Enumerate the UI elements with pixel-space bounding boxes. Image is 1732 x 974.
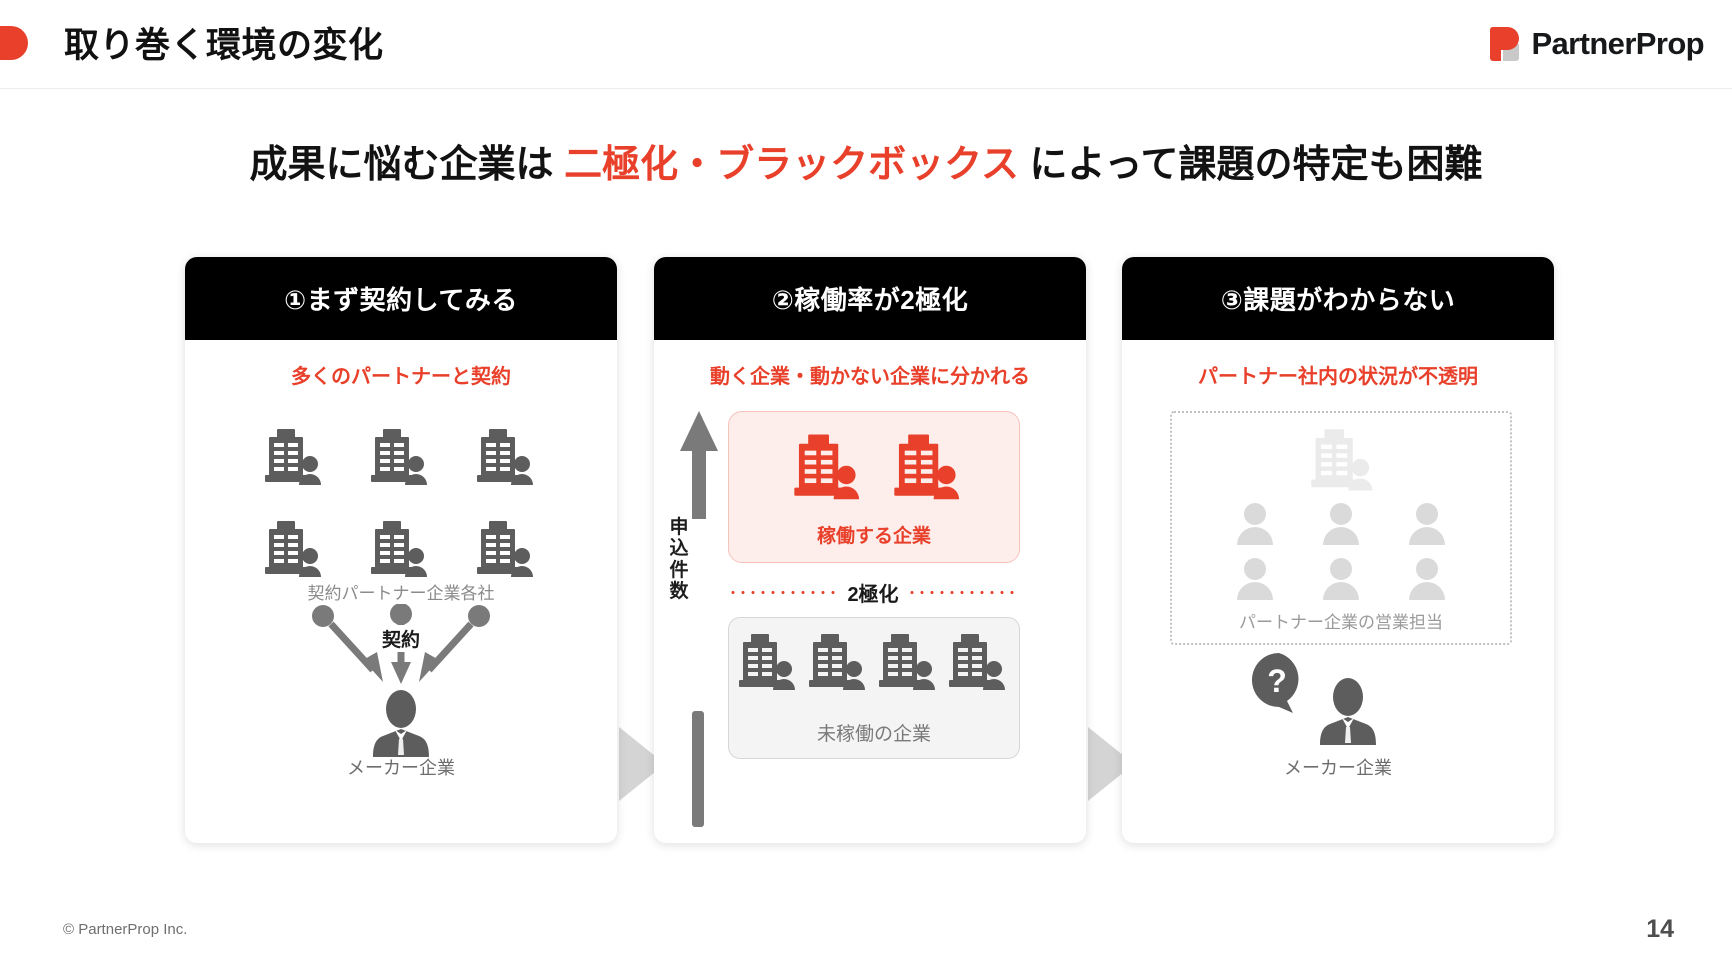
- y-axis-arrow-icon: [676, 411, 722, 831]
- person-icon: [1234, 556, 1276, 605]
- card-step-3: ③課題がわからない パートナー社内の状況が不透明: [1122, 257, 1554, 843]
- logo-wordmark: PartnerProp: [1531, 26, 1704, 61]
- maker-company-caption: メーカー企業: [347, 758, 455, 778]
- card-step-1: ①まず契約してみる 多くのパートナーと契約: [185, 257, 617, 843]
- building-person-icon-active: [892, 432, 960, 500]
- card-step-2: ②稼働率が2極化 動く企業・動かない企業に分かれる 申込件数: [654, 257, 1086, 843]
- building-person-icon-faded: [1309, 427, 1373, 491]
- card-3-subtitle: パートナー社内の状況が不透明: [1198, 366, 1478, 388]
- maker-person-icon: [1318, 677, 1378, 750]
- dotted-line-left: [728, 590, 840, 594]
- idle-companies-label: 未稼働の企業: [816, 724, 931, 745]
- person-icon: [1320, 556, 1362, 605]
- person-icon: [1406, 501, 1448, 550]
- svg-text:?: ?: [1267, 663, 1287, 699]
- opaque-partner-box: パートナー企業の営業担当: [1170, 411, 1512, 645]
- card-1-body: 契約パートナー企業各社 契約: [185, 389, 617, 843]
- building-person-icon: [475, 519, 539, 581]
- page-number: 14: [1646, 915, 1674, 943]
- building-person-icon: [475, 427, 539, 489]
- card-2-subtitle: 動く企業・動かない企業に分かれる: [710, 366, 1030, 388]
- building-person-icon-active: [792, 432, 860, 500]
- cards-container: ①まず契約してみる 多くのパートナーと契約: [0, 257, 1732, 847]
- y-axis-label: 申込件数: [669, 517, 689, 602]
- dotted-line-right: [906, 590, 1018, 594]
- building-person-icon-idle: [947, 632, 1011, 694]
- card-3-title: ③課題がわからない: [1122, 257, 1554, 340]
- person-icon: [1234, 501, 1276, 550]
- building-person-icon: [369, 519, 433, 581]
- active-companies-label: 稼働する企業: [816, 526, 931, 547]
- slide-header: 取り巻く環境の変化 PartnerProp: [0, 0, 1732, 89]
- person-icon: [1320, 501, 1362, 550]
- building-person-icon: [263, 519, 327, 581]
- idle-companies-box: 未稼働の企業: [728, 617, 1020, 759]
- building-person-icon-idle: [807, 632, 871, 694]
- card-1-title: ①まず契約してみる: [185, 257, 617, 340]
- headline-lead: 成果に悩む企業は: [249, 144, 565, 186]
- card-2-body: 申込件数: [654, 389, 1086, 843]
- active-building-icons: [729, 432, 1019, 500]
- copyright-text: © PartnerProp Inc.: [63, 921, 188, 938]
- card-2-title: ②稼働率が2極化: [654, 257, 1086, 340]
- card-1-subtitle: 多くのパートナーと契約: [291, 366, 511, 388]
- header-accent-shape: [0, 26, 28, 60]
- partner-sales-caption: パートナー企業の営業担当: [1239, 613, 1443, 632]
- page-title: 取り巻く環境の変化: [64, 26, 384, 65]
- partner-sales-people-grid: [1211, 501, 1471, 605]
- partnerprop-logo-icon: [1490, 27, 1520, 61]
- card-3-body: パートナー企業の営業担当 ? メーカー企業: [1122, 389, 1554, 843]
- partner-building-grid: [257, 427, 545, 581]
- contract-label: 契約: [377, 625, 425, 652]
- brand-logo: PartnerProp: [1490, 22, 1705, 66]
- maker-person-icon: [371, 689, 431, 762]
- headline-emphasis: 二極化・ブラックボックス: [564, 144, 1019, 186]
- question-bubble-icon: ?: [1248, 651, 1310, 713]
- polarization-divider: 2極化: [728, 579, 1018, 606]
- headline: 成果に悩む企業は 二極化・ブラックボックス によって課題の特定も困難: [0, 133, 1732, 188]
- partner-companies-caption: 契約パートナー企業各社: [307, 584, 495, 603]
- active-companies-box: 稼働する企業: [728, 411, 1020, 563]
- chevron-right-icon-1: [619, 727, 665, 801]
- headline-trail: によって課題の特定も困難: [1018, 144, 1483, 186]
- person-icon: [1406, 556, 1448, 605]
- building-person-icon: [369, 427, 433, 489]
- building-person-icon-idle: [877, 632, 941, 694]
- building-person-icon: [263, 427, 327, 489]
- chevron-right-icon-2: [1088, 727, 1134, 801]
- polarization-label: 2極化: [847, 583, 899, 606]
- building-person-icon-idle: [737, 632, 801, 694]
- idle-building-icons: [729, 632, 1019, 694]
- maker-company-caption: メーカー企業: [1284, 758, 1392, 778]
